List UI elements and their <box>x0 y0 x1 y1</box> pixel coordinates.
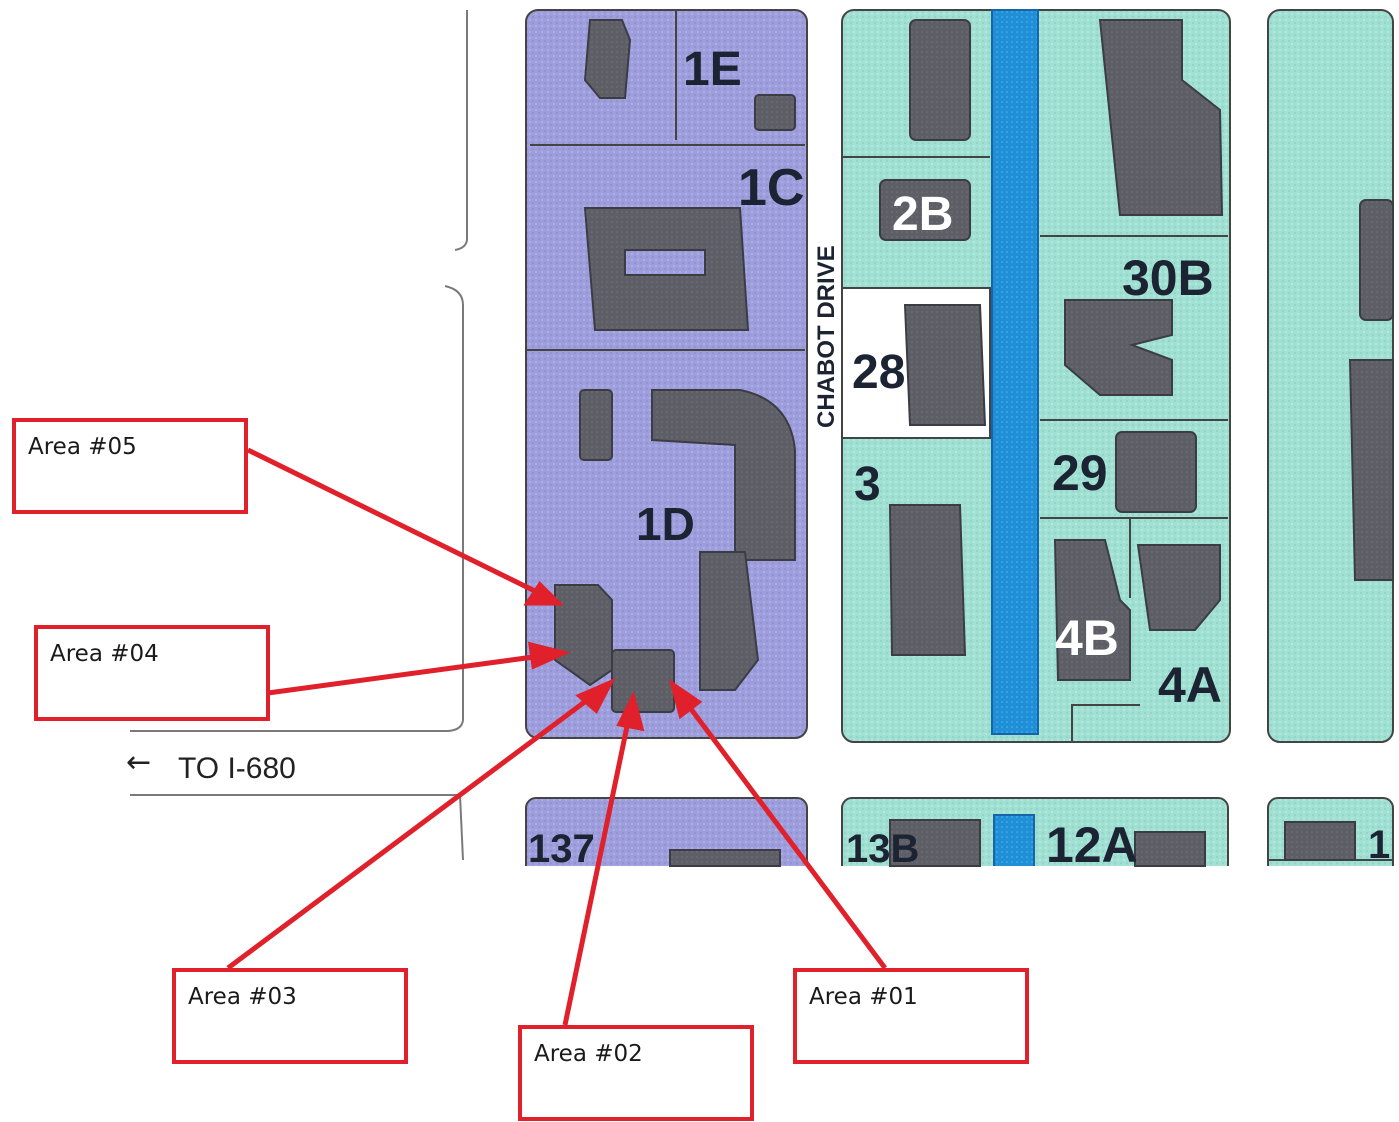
callout-area-03-label: Area #03 <box>188 984 297 1010</box>
building-1d-small <box>579 389 613 461</box>
direction-label: TO I-680 <box>178 752 296 785</box>
arrow-area-01 <box>679 695 888 970</box>
building-right-edge <box>1348 359 1394 581</box>
label-right-1: 1 <box>1368 823 1390 867</box>
callout-area-01: Area #01 <box>793 968 1029 1064</box>
callout-area-05: Area #05 <box>12 418 248 514</box>
arrowhead-area-02 <box>616 690 645 732</box>
label-29: 29 <box>1052 445 1108 501</box>
building-29 <box>1115 431 1197 513</box>
arrowhead-area-01 <box>668 679 703 720</box>
road-edge-top <box>454 10 468 251</box>
callout-area-03: Area #03 <box>172 968 408 1064</box>
building-1d-right <box>699 551 760 691</box>
callout-arrows <box>226 447 888 1026</box>
building-right-top <box>1359 199 1394 321</box>
label-2b: 2B <box>892 188 953 241</box>
label-30b: 30B <box>1122 250 1214 306</box>
arrow-area-03 <box>226 689 600 971</box>
building-4b <box>1053 539 1131 681</box>
arrowhead-area-04 <box>527 641 571 670</box>
label-12a: 12A <box>1046 817 1138 873</box>
building-1e-b <box>754 94 796 131</box>
street-label-chabot: CHABOT DRIVE <box>813 245 840 428</box>
label-28: 28 <box>852 346 905 399</box>
arrowhead-area-03 <box>575 677 616 714</box>
building-12a <box>1134 831 1206 867</box>
callout-area-05-label: Area #05 <box>28 434 137 460</box>
road-edge-mid <box>130 285 464 732</box>
callout-area-01-label: Area #01 <box>809 984 918 1010</box>
label-13-left: 137 <box>528 827 595 871</box>
callout-area-02: Area #02 <box>518 1025 754 1121</box>
callout-area-02-label: Area #02 <box>534 1041 643 1067</box>
buildings <box>554 19 1394 867</box>
label-4a: 4A <box>1158 657 1222 713</box>
building-1c <box>583 207 750 331</box>
label-13b: 13B <box>846 827 919 871</box>
arrow-area-04 <box>267 652 549 696</box>
label-4b: 4B <box>1055 610 1119 666</box>
building-2b-top <box>909 19 971 141</box>
building-right-bottom <box>1284 821 1356 861</box>
building-1e-a <box>583 19 632 99</box>
arrowhead-area-05 <box>523 581 565 606</box>
label-1c: 1C <box>738 159 804 217</box>
building-4a <box>1136 544 1221 631</box>
arrow-area-02 <box>562 711 633 1026</box>
building-13b <box>889 819 981 867</box>
callout-area-04: Area #04 <box>34 625 270 721</box>
label-3: 3 <box>854 458 881 511</box>
building-area-01-02 <box>611 649 675 713</box>
label-1e: 1E <box>683 43 742 96</box>
direction-arrow-icon: ← <box>126 745 151 780</box>
building-3 <box>888 504 967 656</box>
water-channel <box>991 9 1039 876</box>
label-1d: 1D <box>636 498 695 550</box>
map-labels: 1E 1C 1D 2B 28 30B 29 3 4B 4A 137 13B 12… <box>126 43 1390 873</box>
callout-area-04-label: Area #04 <box>50 641 159 667</box>
building-30b <box>1064 299 1173 396</box>
building-2b <box>879 179 971 241</box>
building-top-right <box>1098 19 1224 216</box>
arrow-area-05 <box>246 447 547 599</box>
building-13-left <box>669 849 781 867</box>
building-28 <box>903 304 987 426</box>
